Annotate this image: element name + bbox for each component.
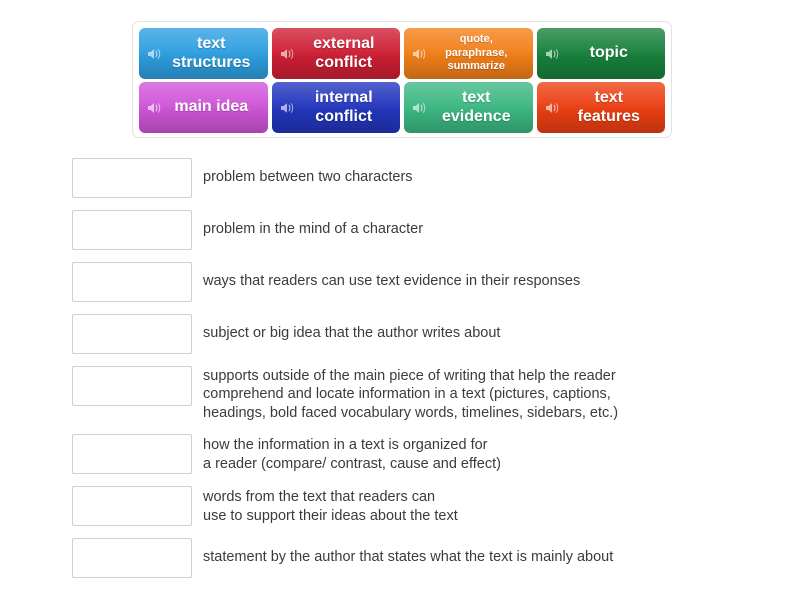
word-tile-label: text evidence [442, 88, 511, 125]
answer-row: problem in the mind of a character [72, 210, 772, 250]
word-tile[interactable]: internal conflict [271, 82, 400, 133]
word-tile[interactable]: external conflict [271, 28, 400, 79]
answer-drop-box[interactable] [72, 366, 192, 406]
answer-drop-box[interactable] [72, 262, 192, 302]
word-tile-label: text structures [172, 34, 251, 71]
word-tile-tray: text structures external conflict quote, p… [132, 21, 672, 138]
speaker-icon[interactable] [545, 47, 561, 61]
answer-row: subject or big idea that the author writ… [72, 314, 772, 354]
answer-row: problem between two characters [72, 158, 772, 198]
answer-drop-box[interactable] [72, 158, 192, 198]
word-tile-label: quote, paraphrase, summarize [445, 33, 508, 73]
answer-drop-box[interactable] [72, 538, 192, 579]
answer-definition-text: problem between two characters [203, 169, 413, 185]
word-tile-label: external conflict [313, 34, 375, 71]
answer-row: statement by the author that states what… [72, 538, 772, 579]
speaker-icon[interactable] [412, 47, 428, 61]
word-tile[interactable]: main idea [139, 82, 268, 133]
answer-row: words from the text that readers can use… [72, 486, 772, 527]
speaker-icon[interactable] [280, 47, 296, 61]
answer-drop-box[interactable] [72, 434, 192, 475]
tile-row-bottom: main idea internal conflict text evidence t… [139, 82, 665, 133]
speaker-icon[interactable] [147, 47, 163, 61]
answer-row: supports outside of the main piece of wr… [72, 366, 772, 422]
word-tile-label: topic [589, 44, 628, 62]
word-tile-label: text features [577, 88, 640, 125]
speaker-icon[interactable] [545, 101, 561, 115]
word-tile[interactable]: text structures [139, 28, 268, 79]
word-tile-label: internal conflict [314, 88, 373, 125]
speaker-icon[interactable] [412, 101, 428, 115]
word-tile[interactable]: quote, paraphrase, summarize [404, 28, 533, 79]
word-tile[interactable]: text evidence [404, 82, 533, 133]
answer-definition-text: subject or big idea that the author writ… [203, 325, 501, 341]
answer-list: problem between two characters problem in… [72, 158, 772, 590]
word-tile[interactable]: topic [536, 28, 665, 79]
answer-row: how the information in a text is organiz… [72, 434, 772, 475]
answer-drop-box[interactable] [72, 314, 192, 354]
word-tile[interactable]: text features [536, 82, 665, 133]
word-tile-label: main idea [174, 98, 249, 116]
tile-row-top: text structures external conflict quote, p… [139, 28, 665, 79]
answer-definition-text: statement by the author that states what… [203, 549, 614, 566]
speaker-icon[interactable] [147, 101, 163, 115]
answer-definition-text: ways that readers can use text evidence … [203, 273, 581, 289]
answer-definition-text: how the information in a text is organiz… [203, 437, 501, 472]
answer-definition-text: words from the text that readers can use… [203, 489, 458, 524]
answer-drop-box[interactable] [72, 486, 192, 527]
answer-drop-box[interactable] [72, 210, 192, 250]
answer-definition-text: supports outside of the main piece of wr… [203, 368, 619, 421]
answer-row: ways that readers can use text evidence … [72, 262, 772, 302]
speaker-icon[interactable] [280, 101, 296, 115]
answer-definition-text: problem in the mind of a character [203, 221, 424, 237]
